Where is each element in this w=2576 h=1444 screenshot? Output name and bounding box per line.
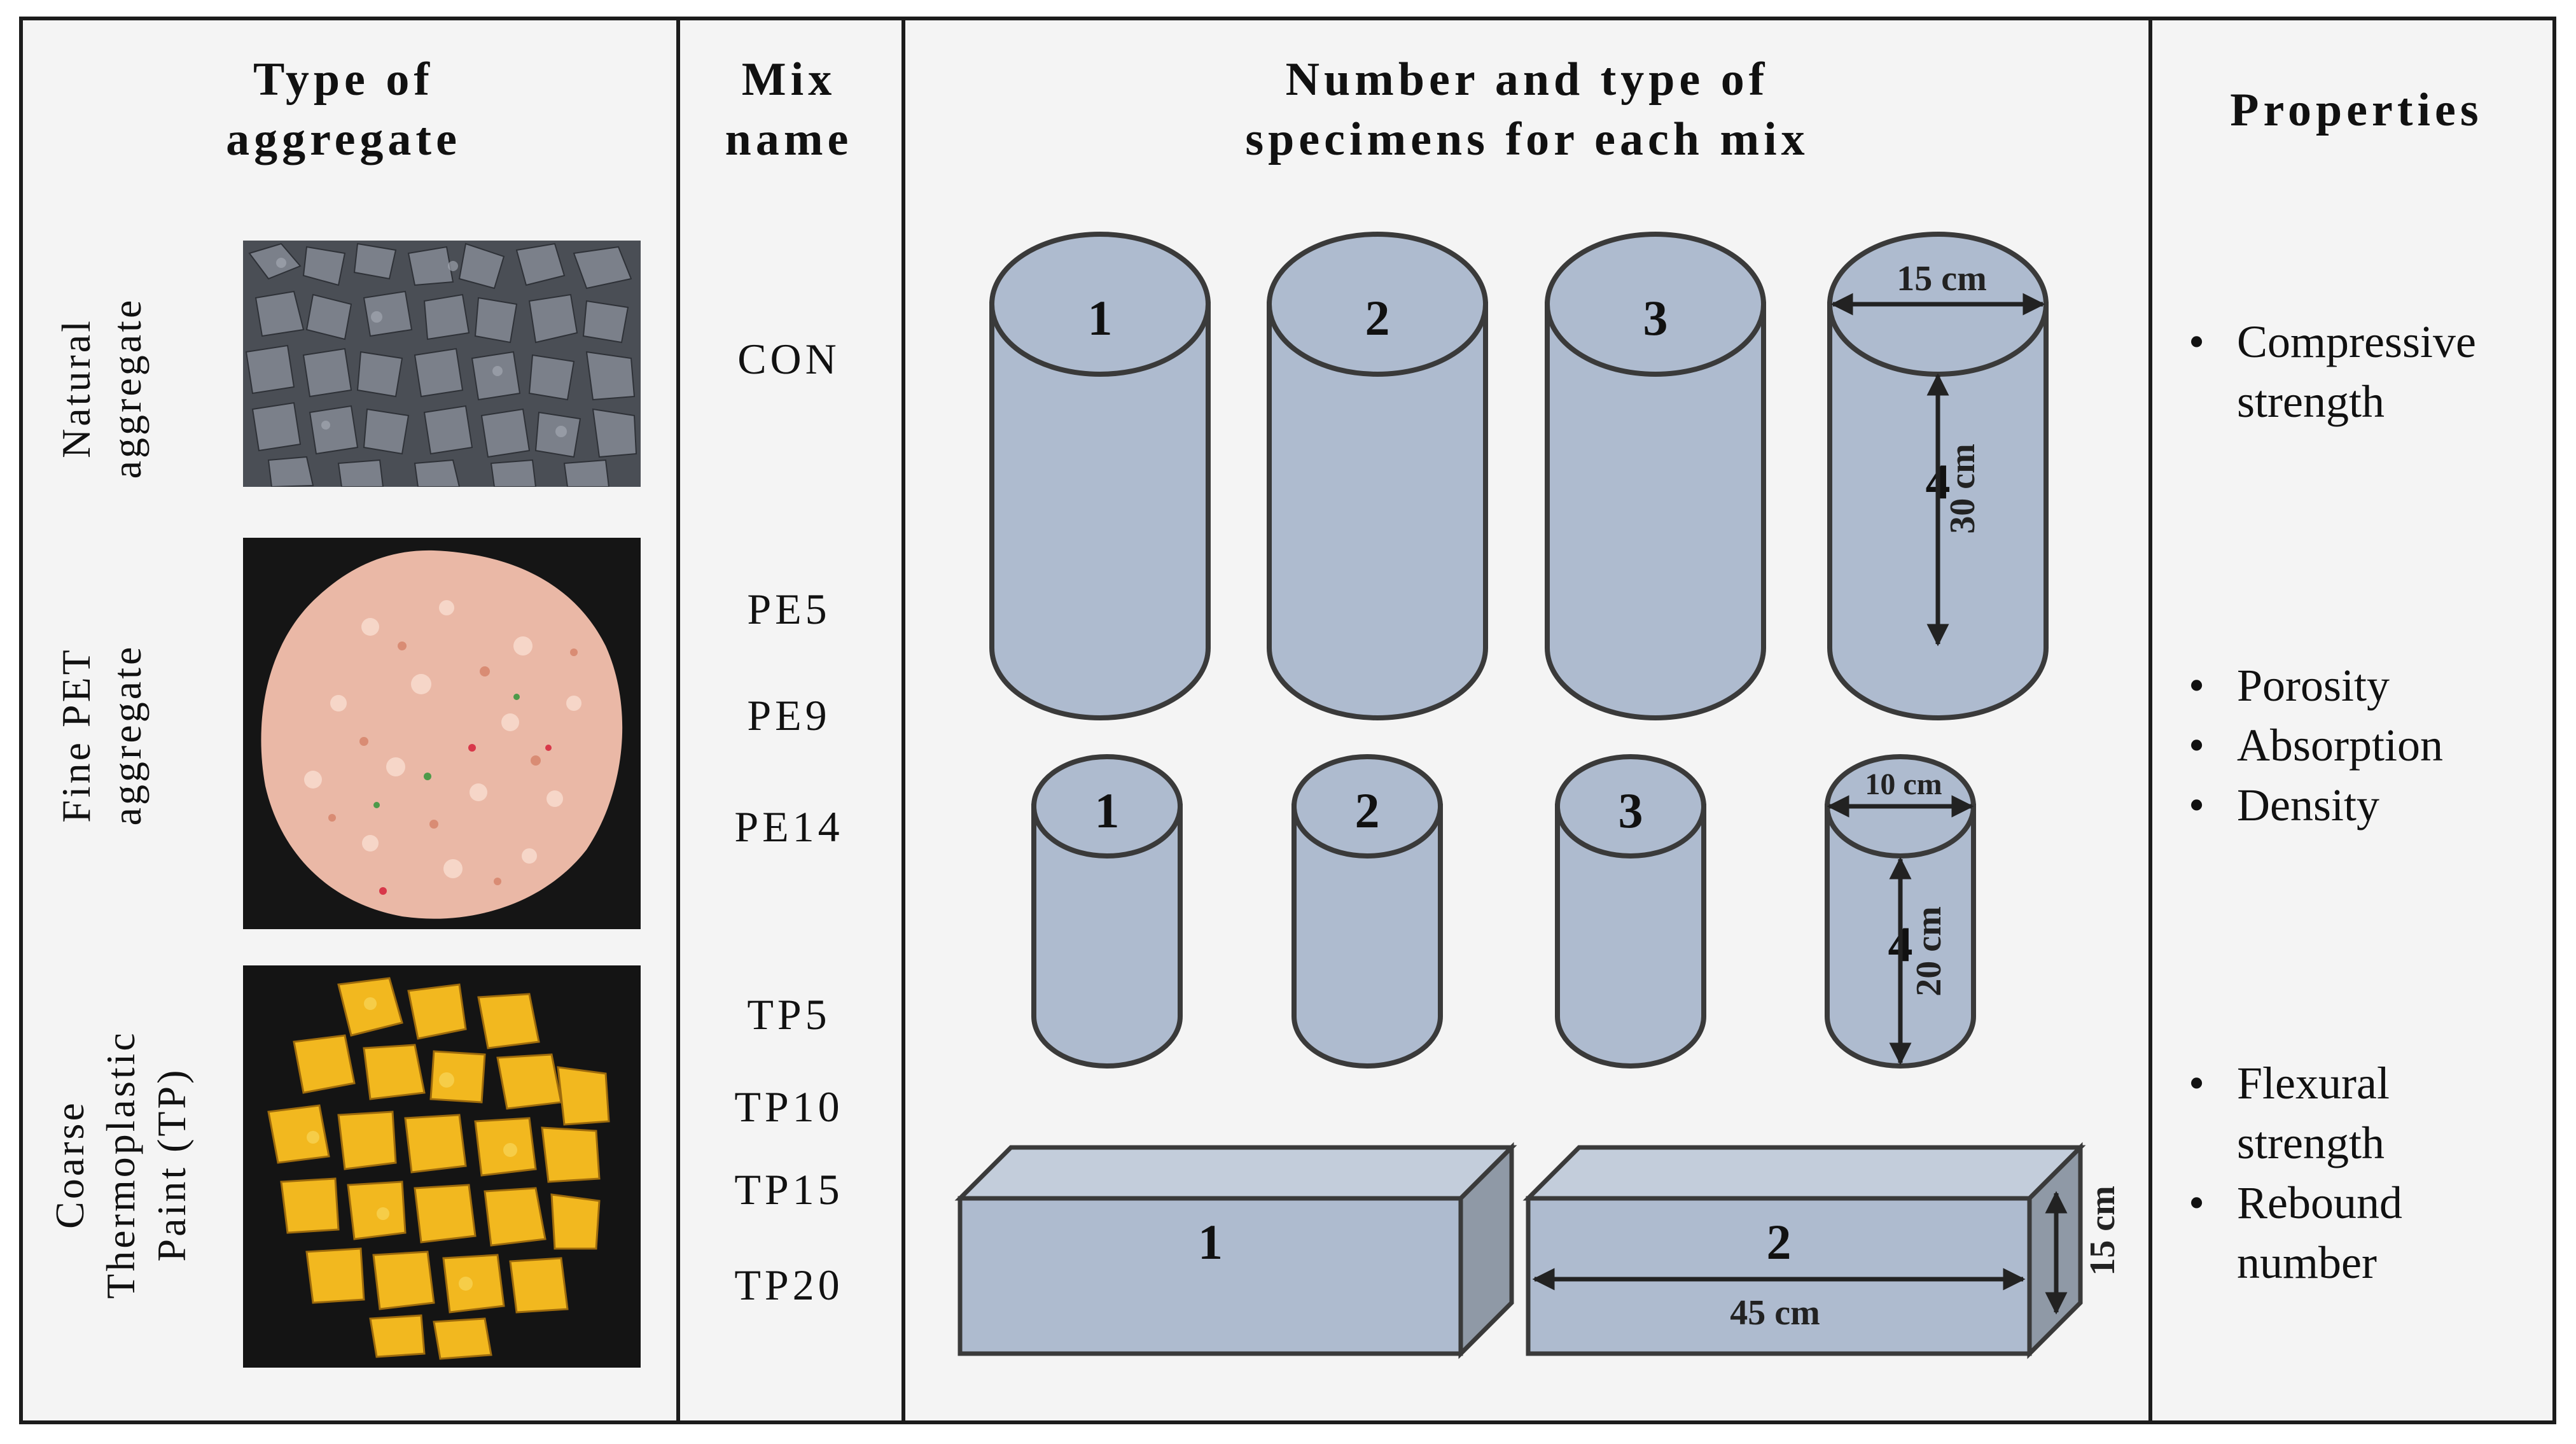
header-type-of-aggregate: Type of aggregate xyxy=(38,50,649,169)
property-group-physical: Porosity Absorption Density xyxy=(2189,655,2443,835)
property-group-flexural: Flexural strength Rebound number xyxy=(2189,1053,2402,1293)
property-absorption: Absorption xyxy=(2189,715,2443,775)
mix-name: PE5 xyxy=(747,585,831,633)
mix-name: TP15 xyxy=(734,1165,844,1214)
header-line: Properties xyxy=(2230,84,2483,136)
specimen-number: 3 xyxy=(1643,290,1668,346)
property-group-compression: Compressive strength xyxy=(2189,312,2476,431)
mix-name: TP20 xyxy=(734,1261,844,1309)
specimen-number: 2 xyxy=(1365,290,1390,346)
cylinder-top xyxy=(1545,232,1766,377)
diameter-label: 15 cm xyxy=(1897,259,1987,298)
cylinder-top xyxy=(1291,754,1443,859)
property-compressive-strength: Compressive strength xyxy=(2189,312,2476,431)
natural-aggregate-photo xyxy=(243,241,641,487)
header-mix-name: Mix name xyxy=(681,50,897,169)
specimen-number: 1 xyxy=(1095,783,1120,838)
property-line: Rebound xyxy=(2237,1177,2402,1228)
property-line: number xyxy=(2237,1237,2377,1288)
header-line: name xyxy=(725,113,853,165)
header-line: Number and type of xyxy=(1285,53,1769,106)
cylinder-body xyxy=(1031,804,1183,1069)
cylinder-top xyxy=(1267,232,1488,377)
header-line: specimens for each mix xyxy=(1245,113,1809,165)
cylinder-top xyxy=(1031,754,1183,859)
property-line: strength xyxy=(2237,376,2385,427)
property-line: Compressive xyxy=(2237,316,2476,367)
mix-name: PE9 xyxy=(747,691,831,740)
fine-pet-aggregate-image xyxy=(243,538,641,929)
property-density: Density xyxy=(2189,775,2443,835)
property-porosity: Porosity xyxy=(2189,655,2443,715)
cylinder-top xyxy=(1555,754,1706,859)
property-line: Absorption xyxy=(2237,720,2443,771)
mix-name: CON xyxy=(737,335,840,383)
prism-top xyxy=(1522,1145,2086,1201)
specimen-number: 1 xyxy=(1198,1214,1223,1270)
cylinder-body xyxy=(1545,302,1766,720)
height-label: 15 cm xyxy=(2083,1186,2122,1276)
column-divider xyxy=(676,17,680,1424)
diameter-label: 10 cm xyxy=(1865,768,1942,801)
thermoplastic-paint-photo xyxy=(243,965,641,1368)
specimen-number: 1 xyxy=(1088,290,1113,346)
header-line: Type of xyxy=(253,53,434,106)
height-label: 20 cm xyxy=(1909,906,1949,997)
prism-front xyxy=(957,1196,1463,1356)
cylinder-body xyxy=(1291,804,1443,1069)
cylinder-top xyxy=(989,232,1211,377)
header-properties: Properties xyxy=(2153,80,2560,140)
property-line: Porosity xyxy=(2237,660,2390,711)
mix-name: TP5 xyxy=(747,990,831,1039)
property-line: Flexural xyxy=(2237,1058,2390,1109)
property-rebound-number: Rebound number xyxy=(2189,1173,2402,1293)
prism-top xyxy=(954,1145,1517,1201)
property-line: strength xyxy=(2237,1118,2385,1168)
mix-name: TP10 xyxy=(734,1083,844,1131)
cylinder-body xyxy=(989,302,1211,720)
height-label: 30 cm xyxy=(1943,444,1982,534)
header-specimens: Number and type of specimens for each mi… xyxy=(906,50,2148,169)
specimen-number: 2 xyxy=(1767,1214,1792,1270)
cylinder-body xyxy=(1267,302,1488,720)
mix-name: PE14 xyxy=(734,803,844,851)
header-line: aggregate xyxy=(226,113,461,165)
property-flexural-strength: Flexural strength xyxy=(2189,1053,2402,1173)
thermoplastic-paint-image xyxy=(243,965,641,1368)
column-divider xyxy=(2148,17,2152,1424)
header-line: Mix xyxy=(741,53,837,106)
cylinder-body xyxy=(1555,804,1706,1069)
prism-side xyxy=(1458,1142,1514,1359)
column-divider xyxy=(902,17,905,1424)
natural-aggregate-image xyxy=(243,241,641,487)
specimen-number: 2 xyxy=(1355,783,1380,838)
fine-pet-aggregate-photo xyxy=(243,538,641,929)
specimen-number: 3 xyxy=(1619,783,1643,838)
property-line: Density xyxy=(2237,780,2379,831)
length-label: 45 cm xyxy=(1730,1293,1820,1333)
